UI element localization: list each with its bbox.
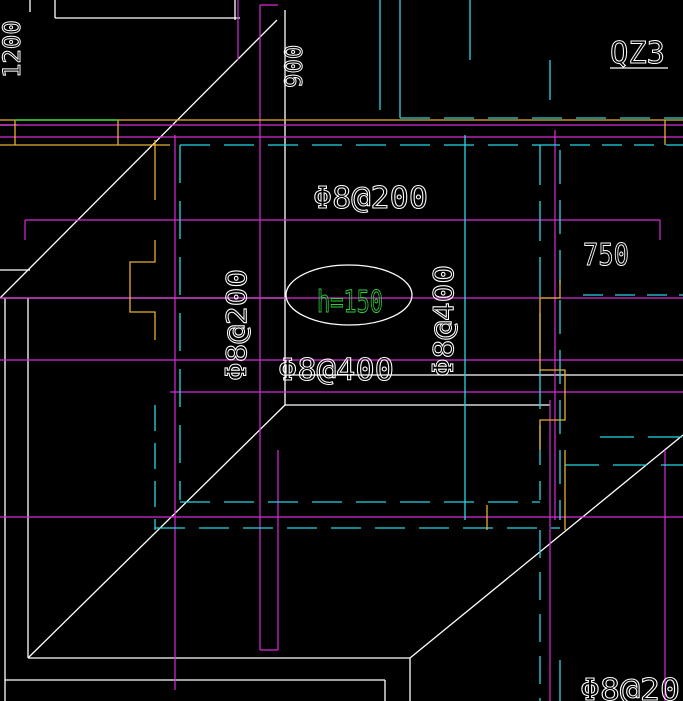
rebar-label-mid: Φ8@400 — [278, 353, 394, 388]
cyan-linework — [154, 0, 683, 701]
rebar-label-right-vertical: Φ8@400 — [427, 265, 460, 377]
dim-750: 750 — [583, 238, 629, 273]
dim-900: 900 — [280, 45, 308, 88]
rebar-label-left-vertical: Φ8@200 — [220, 269, 253, 381]
column-label-qz3: QZ3 — [610, 36, 665, 71]
thickness-callout-ellipse — [285, 264, 413, 326]
rebar-label-top: Φ8@200 — [313, 181, 428, 216]
slab-thickness-label: h=150 — [317, 285, 383, 320]
dim-1200: 1200 — [0, 20, 26, 78]
rebar-label-bottom-right: Φ8@20 — [580, 673, 680, 701]
